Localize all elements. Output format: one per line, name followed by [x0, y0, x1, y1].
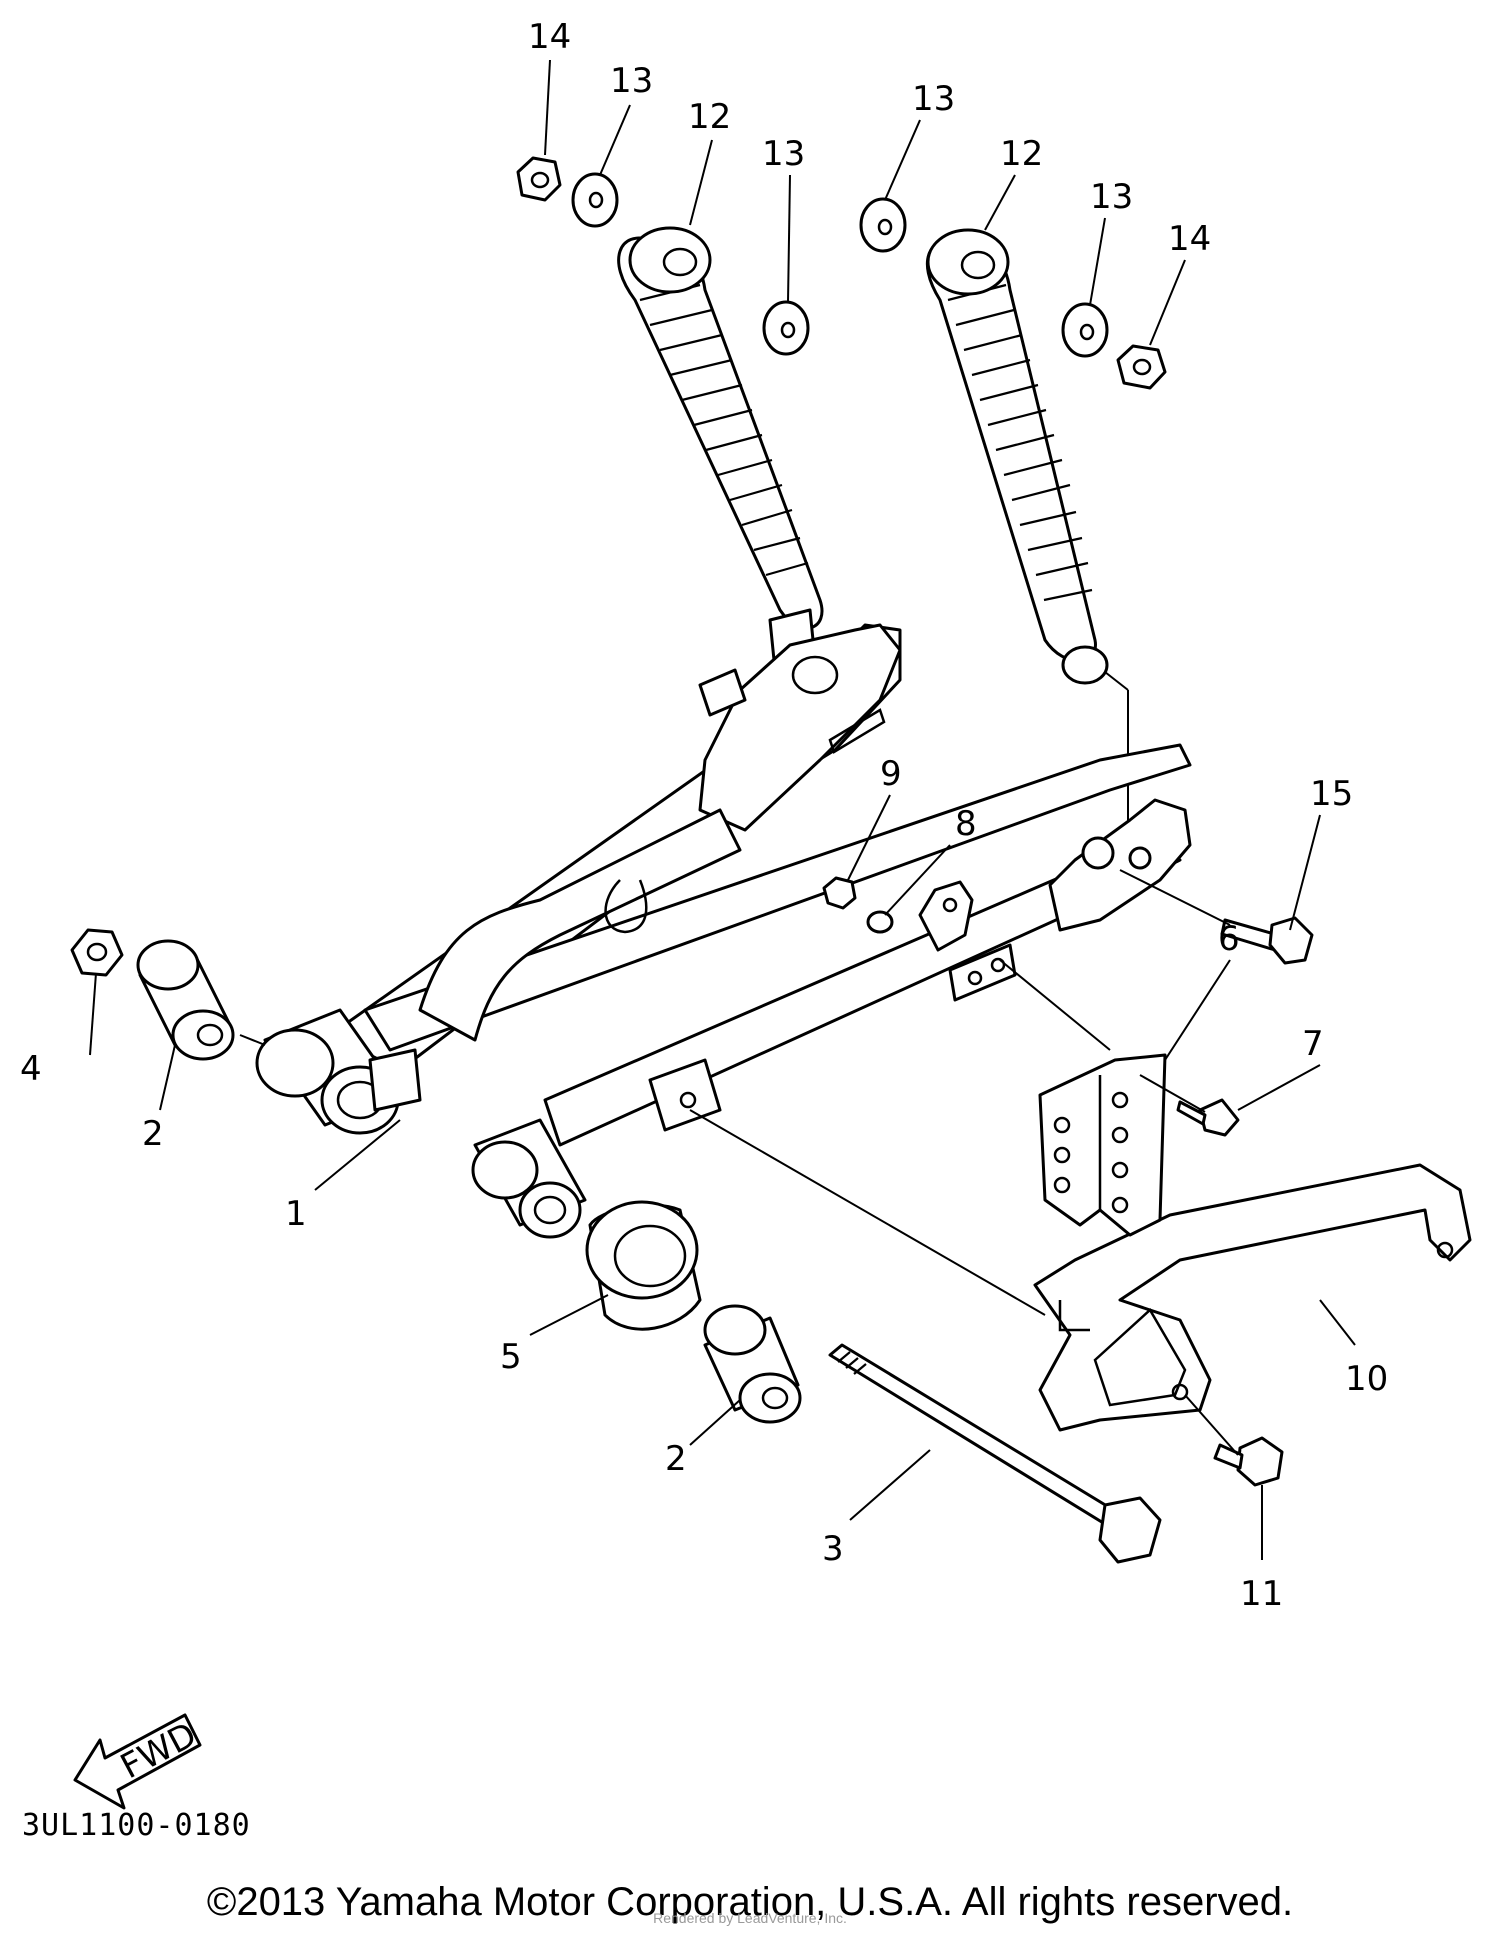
chain-guard — [1033, 1163, 1472, 1432]
callout-11: 11 — [1240, 1574, 1283, 1614]
callout-5: 5 — [500, 1337, 522, 1377]
callout-14: 14 — [528, 17, 571, 57]
callout-4: 4 — [20, 1049, 42, 1089]
callout-6: 6 — [1218, 919, 1240, 959]
callout-13: 13 — [762, 134, 805, 174]
pivot-shaft — [828, 1343, 1162, 1564]
washer-13-d — [1061, 302, 1109, 358]
callout-12: 12 — [1000, 134, 1043, 174]
shock-absorber-left — [617, 226, 824, 672]
callout-1: 1 — [285, 1194, 307, 1234]
callout-10: 10 — [1345, 1359, 1388, 1399]
callout-13: 13 — [912, 79, 955, 119]
bolt-7 — [1176, 1098, 1240, 1137]
nut-14-a — [516, 156, 562, 202]
callout-2: 2 — [142, 1114, 164, 1154]
callout-13: 13 — [610, 61, 653, 101]
swingarm — [255, 623, 1192, 1239]
callout-12: 12 — [688, 97, 731, 137]
callout-15: 15 — [1310, 774, 1353, 814]
nut-pivot — [70, 928, 124, 977]
fwd-arrow-icon: FWD — [73, 1713, 203, 1810]
bushing-upper — [136, 939, 235, 1061]
washer-8 — [866, 910, 894, 934]
callout-9: 9 — [880, 754, 902, 794]
callout-8: 8 — [955, 804, 977, 844]
copyright-text: ©2013 Yamaha Motor Corporation, U.S.A. A… — [206, 1880, 1294, 1924]
washer-13-b — [762, 300, 810, 356]
bolt-15 — [1220, 916, 1314, 965]
diagram-code: 3UL1100-0180 — [22, 1808, 251, 1843]
fwd-label: FWD — [114, 1715, 203, 1788]
bolt-11 — [1213, 1436, 1284, 1487]
callout-14: 14 — [1168, 219, 1211, 259]
shock-absorber-right — [925, 228, 1129, 840]
callout-labels: 14 13 12 13 13 12 13 14 9 8 15 6 7 4 2 1… — [20, 17, 1388, 1614]
callout-13: 13 — [1090, 177, 1133, 217]
nut-14-b — [1116, 344, 1167, 390]
watermark-text: Rendered by LeadVenture, Inc. — [653, 1910, 847, 1926]
callout-2: 2 — [665, 1439, 687, 1479]
callout-3: 3 — [822, 1529, 844, 1569]
bracket-small — [918, 880, 974, 952]
washer-13-a — [571, 172, 619, 228]
chain-guide-bracket — [1038, 1053, 1167, 1237]
callout-7: 7 — [1302, 1024, 1324, 1064]
washer-13-c — [859, 197, 907, 253]
assembly-guide-lines — [239, 869, 1239, 1456]
collar-pivot — [585, 1200, 702, 1331]
nut-9 — [822, 876, 857, 910]
callout-leaders — [89, 59, 1356, 1560]
bushing-lower — [703, 1304, 802, 1424]
